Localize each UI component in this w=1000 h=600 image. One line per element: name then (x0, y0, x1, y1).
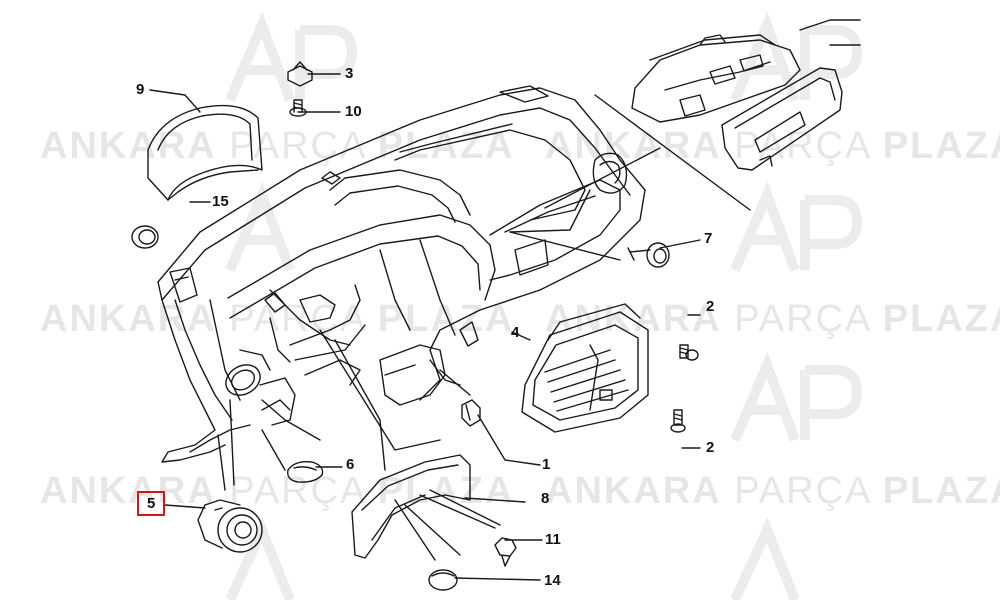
part-1-bracket (461, 399, 481, 427)
callout-5-selected[interactable]: 5 (137, 491, 166, 516)
watermark-logo-lower-right (730, 351, 863, 442)
watermark-text-row-3-left: ANKARA PARÇA PLAZA (40, 470, 515, 512)
part-8-lower-trim (351, 454, 471, 559)
leader-lines (149, 19, 861, 581)
callout-7: 7 (704, 230, 713, 247)
dashboard-body (157, 85, 646, 463)
watermark-text-row-1-right: ANKARA PARÇA PLAZA (545, 125, 1000, 167)
callout-4: 4 (511, 324, 520, 341)
callout-14: 14 (544, 572, 561, 589)
callout-1: 1 (542, 456, 551, 473)
watermark-text-row-1-left: ANKARA PARÇA PLAZA (40, 125, 515, 167)
dashboard-round-vent (225, 364, 261, 396)
watermark-text-row-2-right: ANKARA PARÇA PLAZA (545, 298, 1000, 340)
part-9-instrument-hood (147, 104, 263, 201)
callout-9: 9 (136, 81, 145, 98)
callout-2-upper: 2 (706, 298, 715, 315)
callout-2-lower: 2 (706, 439, 715, 456)
part-7-knob (627, 242, 670, 268)
part-4-air-vent (521, 303, 649, 433)
part-2-screw-upper (679, 344, 699, 361)
part-11-clip (494, 537, 517, 567)
part-10-screw (289, 99, 307, 117)
watermark-logo-top-left (225, 11, 358, 102)
callout-11: 11 (545, 531, 561, 548)
part-2-screw-lower (670, 409, 686, 433)
watermark-logo-top-right (730, 11, 863, 102)
part-6-cover (287, 460, 324, 483)
watermark-text-row-3-right: ANKARA PARÇA PLAZA (545, 470, 1000, 512)
part-5-round-vent (197, 499, 263, 553)
watermark-logo-mid-left (225, 181, 295, 272)
part-3-clip (287, 61, 313, 87)
callout-8: 8 (541, 490, 550, 507)
watermark-logo-mid-right (730, 181, 863, 272)
part-radio-housing (631, 34, 801, 123)
part-15-ring (131, 225, 159, 249)
callout-3: 3 (345, 65, 354, 82)
callout-15: 15 (212, 193, 229, 210)
part-radio-bezel (721, 67, 843, 171)
callout-10: 10 (345, 103, 362, 120)
callout-6: 6 (346, 456, 355, 473)
part-14-cap (428, 569, 458, 591)
